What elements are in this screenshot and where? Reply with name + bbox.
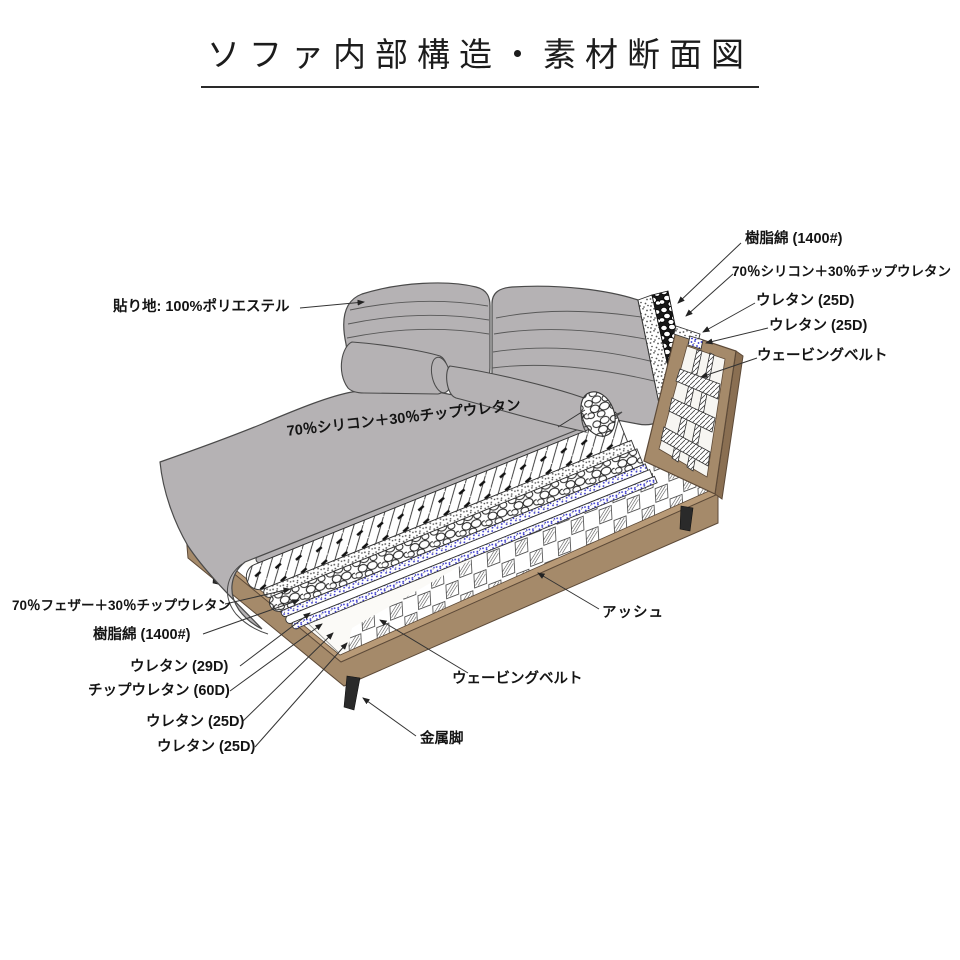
bolster-cushion xyxy=(340,341,616,437)
label-urethane-25d-c: ウレタン (25D) xyxy=(146,714,245,730)
page-title-text: ソファ内部構造・素材断面図 xyxy=(201,28,759,88)
page-title: ソファ内部構造・素材断面図 xyxy=(0,28,960,88)
armrest-urethane-blue-piece xyxy=(687,335,704,350)
label-webbing-belt-top: ウェービングベルト xyxy=(757,348,888,364)
layer-feather-chip xyxy=(245,417,629,591)
label-upholstery-fabric: 貼り地: 100%ポリエステル xyxy=(113,299,290,315)
layer-urethane-25d-b xyxy=(291,475,658,630)
annotation-line xyxy=(241,632,334,723)
metal-leg-center xyxy=(343,675,361,711)
label-resin-cotton-bottom: 樹脂綿 (1400#) xyxy=(93,627,191,643)
label-silicon-chip-top: 70％シリコン＋30％チップウレタン xyxy=(732,264,952,279)
metal-leg-right xyxy=(679,505,694,532)
label-chip-urethane-60d: チップウレタン (60D) xyxy=(88,683,230,699)
annotation-line xyxy=(202,599,300,635)
annotation-line xyxy=(254,642,348,748)
armrest-webbing-lattice xyxy=(660,349,721,472)
annotation-line xyxy=(379,619,469,674)
annotation-line xyxy=(677,242,742,304)
label-webbing-belt-bottom: ウェービングベルト xyxy=(452,671,583,687)
label-feather-chip: 70％フェザー＋30％チップウレタン xyxy=(12,598,232,613)
annotation-line xyxy=(537,572,600,610)
rail-front-face xyxy=(185,493,719,687)
label-resin-cotton-top: 樹脂綿 (1400#) xyxy=(745,231,843,247)
annotation-lines xyxy=(202,242,769,748)
annotation-line xyxy=(705,327,769,345)
label-urethane-25d-b: ウレタン (25D) xyxy=(769,318,868,334)
bolster-cut-face-silicon-chip xyxy=(580,391,616,437)
label-urethane-29d: ウレタン (29D) xyxy=(130,659,229,675)
annotation-line xyxy=(362,697,417,737)
deck-webbing-belts xyxy=(346,456,716,658)
armrest-frame xyxy=(643,325,744,500)
annotation-line xyxy=(299,299,365,309)
label-urethane-25d-a: ウレタン (25D) xyxy=(756,293,855,309)
label-urethane-25d-d: ウレタン (25D) xyxy=(157,739,256,755)
annotation-line xyxy=(700,357,758,378)
annotation-line xyxy=(224,587,291,605)
annotation-line xyxy=(557,409,586,428)
annotation-line xyxy=(702,302,756,333)
label-ash-wood: アッシュ xyxy=(602,605,664,621)
annotation-line xyxy=(239,612,311,667)
fabric-wrap-edge xyxy=(227,563,269,635)
label-metal-leg: 金属脚 xyxy=(420,731,464,747)
annotation-line xyxy=(685,273,734,317)
annotation-line xyxy=(229,623,323,692)
